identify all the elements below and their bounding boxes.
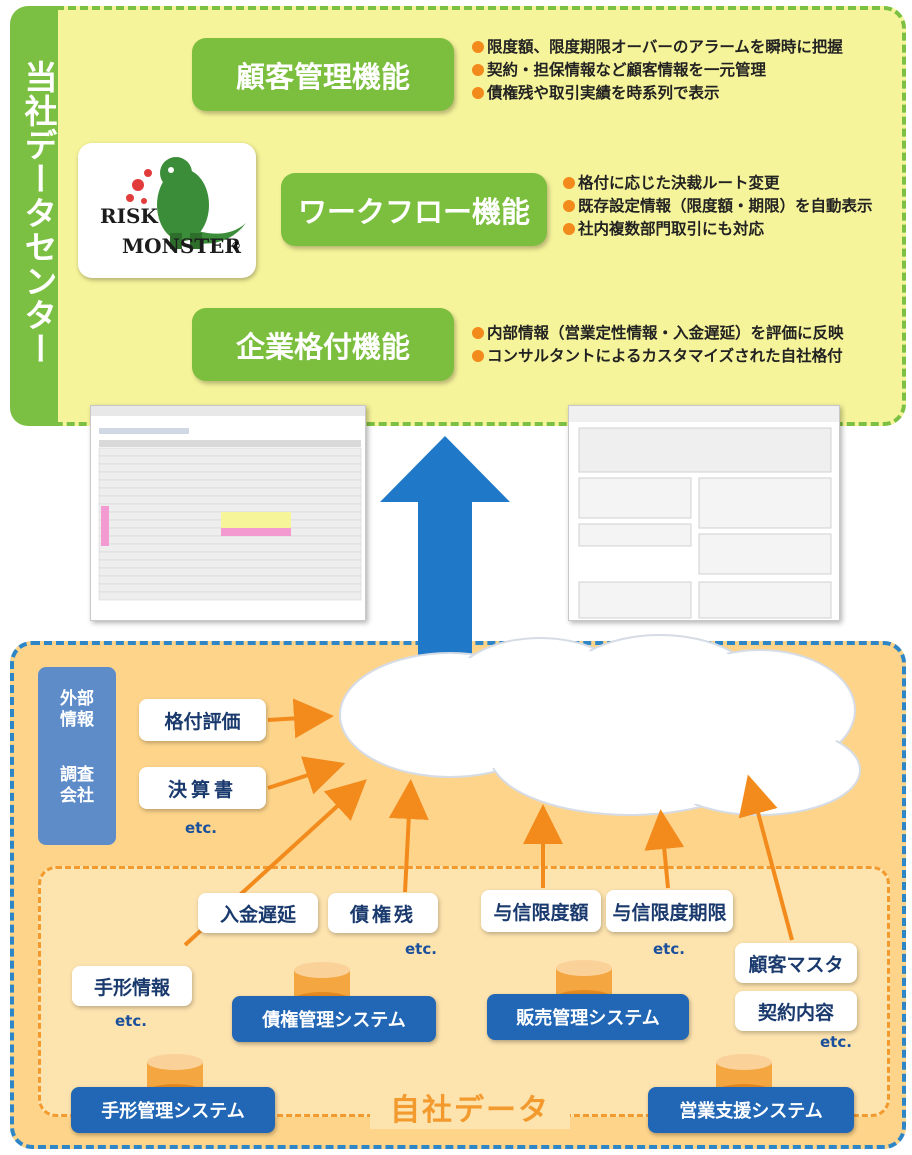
credit-etc: etc. [405,940,437,958]
monster-icon [126,157,246,249]
bullet: 債権残や取引実績を時系列で表示 [472,82,843,105]
screenshot-thumbnail-list [90,405,366,621]
customer-master-item: 顧客マスタ [735,943,857,983]
bullet: コンサルタントによるカスタマイズされた自社格付 [472,345,844,368]
logo-registered-mark: ® [231,241,241,252]
bullet: 限度額、限度期限オーバーのアラームを瞬時に把握 [472,36,843,59]
risk-monster-logo: RISK MONSTER ® [78,143,256,278]
feature-customer-management: 顧客管理機能 [192,38,454,111]
bullet: 既存設定情報（限度額・期限）を自動表示 [563,195,873,218]
upload-arrow-icon [380,436,510,706]
logo-text-monster: MONSTER [122,234,242,258]
credit-limit-period-item: 与信限度期限 [606,890,733,932]
feature-corporate-rating: 企業格付機能 [192,308,454,381]
receivables-balance-item: 債権残 [328,893,438,933]
bullet: 内部情報（営業定性情報・入金遅延）を評価に反映 [472,322,844,345]
research-company-label: 調査 会社 [60,765,94,806]
note-info-item: 手形情報 [72,966,192,1006]
data-center-label-bar [10,6,58,426]
payment-delay-item: 入金遅延 [198,893,318,933]
external-info-label: 外部 情報 [60,689,94,730]
bullet: 格付に応じた決裁ルート変更 [563,172,873,195]
external-info-box: 外部 情報 調査 会社 [38,667,116,845]
data-center-label: 当社データセンター [19,60,58,366]
credit-limit-item: 与信限度額 [481,890,601,932]
feature-workflow-bullets: 格付に応じた決裁ルート変更 既存設定情報（限度額・期限）を自動表示 社内複数部門… [563,172,873,241]
sales-etc: etc. [653,940,685,958]
credit-management-system: 債権管理システム [232,996,436,1042]
feature-corporate-rating-bullets: 内部情報（営業定性情報・入金遅延）を評価に反映 コンサルタントによるカスタマイズ… [472,322,844,368]
bullet: 契約・担保情報など顧客情報を一元管理 [472,59,843,82]
data-flow-arrows [183,698,794,947]
feature-customer-management-bullets: 限度額、限度期限オーバーのアラームを瞬時に把握 契約・担保情報など顧客情報を一元… [472,36,843,105]
sales-management-system: 販売管理システム [487,994,689,1040]
feature-workflow: ワークフロー機能 [281,173,547,246]
own-data-title: 自社データ [370,1085,570,1129]
screenshot-thumbnail-detail [568,405,840,621]
note-etc: etc. [115,1012,147,1030]
support-etc: etc. [820,1033,852,1051]
sales-support-system: 営業支援システム [648,1087,854,1133]
rating-evaluation-item: 格付評価 [139,699,266,741]
logo-text-risk: RISK [100,204,158,228]
note-management-system: 手形管理システム [71,1087,275,1133]
bullet: 社内複数部門取引にも対応 [563,218,873,241]
contract-details-item: 契約内容 [735,991,857,1031]
detail-screen-image [569,406,839,619]
cloud-icon [339,634,861,816]
list-screen-image [91,406,365,601]
financial-statement-item: 決算書 [139,767,266,809]
external-etc: etc. [185,819,217,837]
